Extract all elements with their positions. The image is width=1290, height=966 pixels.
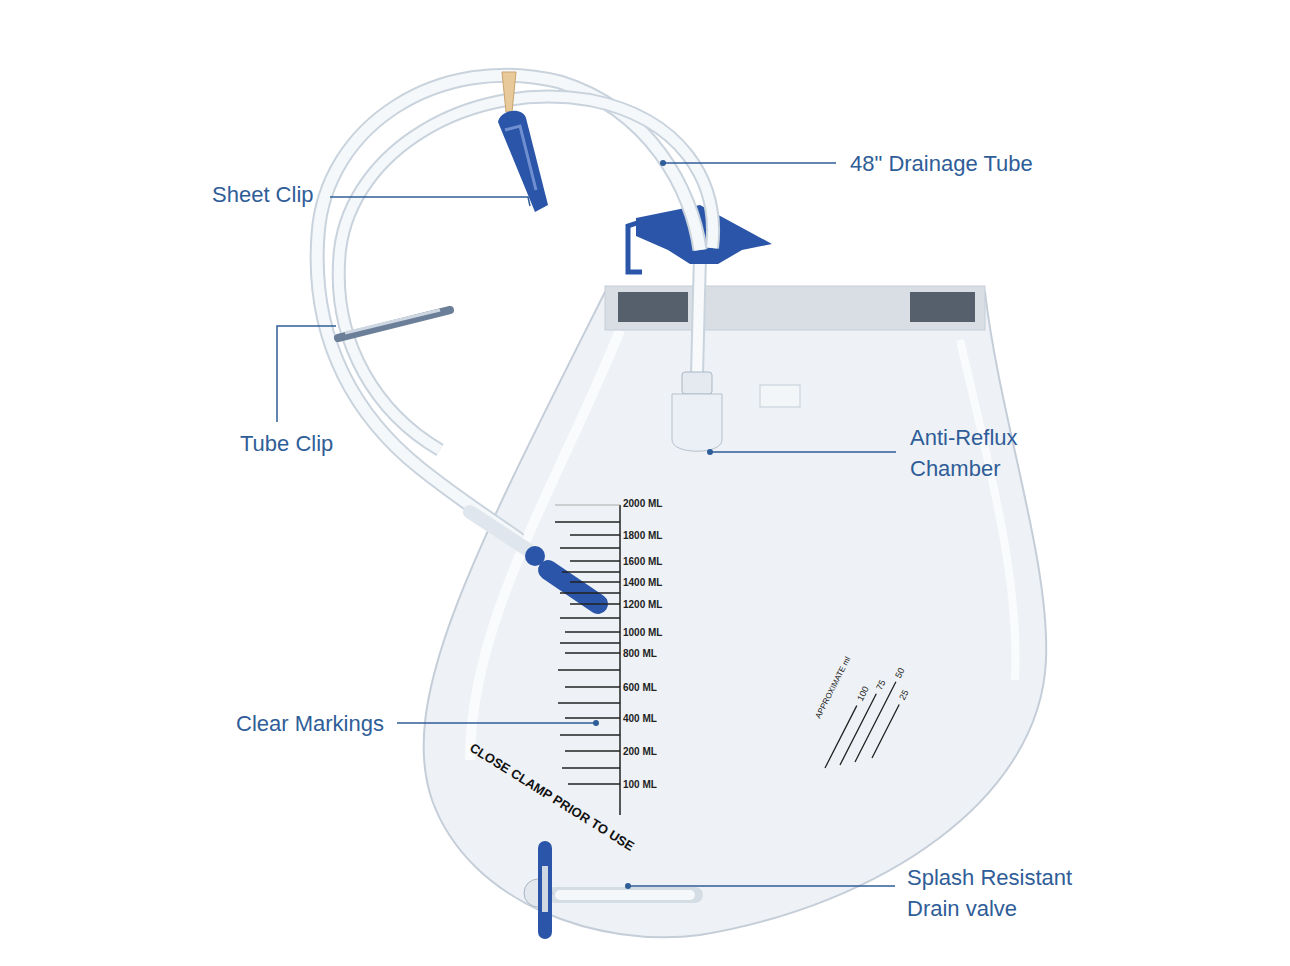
drain-tube	[560, 890, 690, 900]
bag-top-strip	[910, 292, 975, 322]
leader-line	[710, 451, 896, 453]
leader-line	[330, 197, 530, 206]
callout-label: Splash Resistant Drain valve	[907, 862, 1107, 924]
bag-sheen	[470, 330, 620, 760]
anti-reflux-valve	[682, 372, 712, 394]
tube-clamp-valve	[548, 570, 598, 604]
scale-label: 1600 ML	[623, 555, 662, 568]
scale-label: 1400 ML	[623, 576, 662, 589]
drainage-tube	[339, 97, 713, 450]
tube-clip	[345, 310, 440, 333]
scale-label: 800 ML	[623, 647, 657, 660]
scale-label: 1000 ML	[623, 626, 662, 639]
bag-body	[424, 292, 1047, 937]
scale-label: 1800 ML	[623, 529, 662, 542]
scale-number: 100	[855, 684, 872, 702]
bag-sheen	[960, 340, 1016, 680]
scale-ticks	[555, 522, 620, 784]
anti-reflux-flap	[760, 385, 800, 407]
sheet-clip	[505, 126, 536, 190]
inner-tube	[697, 255, 700, 375]
scale-label: 1200 ML	[623, 598, 662, 611]
callout-label: Sheet Clip	[212, 181, 314, 209]
bag-top-strip	[605, 286, 985, 330]
luer-connector	[470, 512, 528, 550]
scale-label: 200 ML	[623, 745, 657, 758]
tube-clip	[338, 310, 450, 338]
scale-top-line	[555, 505, 620, 506]
scale-number: 50	[893, 666, 907, 680]
drainage-tube	[317, 75, 700, 540]
drain-valve	[542, 866, 548, 912]
drainage-tube	[317, 75, 700, 540]
leader-dot	[707, 449, 713, 455]
leader-line	[663, 162, 836, 164]
drainage-tube	[339, 97, 713, 450]
scale-caption: APPROXIMATE ml	[814, 655, 854, 720]
scale-label: 600 ML	[623, 681, 657, 694]
scale-label: 100 ML	[623, 778, 657, 791]
scale-number: 25	[897, 688, 911, 702]
approx-scale-lines	[825, 682, 899, 768]
leader-dot	[593, 720, 599, 726]
scale-number: 75	[874, 678, 888, 692]
leader-line	[277, 326, 336, 422]
anti-reflux-chamber	[672, 394, 722, 451]
scale-label: 2000 ML	[623, 497, 662, 510]
leader-dot	[660, 160, 666, 166]
callout-label: 48" Drainage Tube	[850, 150, 1033, 178]
leader-dot	[625, 883, 631, 889]
bag-top-strip	[618, 292, 688, 322]
inner-tube	[697, 255, 700, 375]
drain-tube	[555, 887, 695, 903]
leader-line	[397, 722, 596, 724]
callout-label: Tube Clip	[240, 430, 333, 458]
leader-line	[628, 885, 895, 887]
callout-label: Clear Markings	[236, 710, 384, 738]
callout-label: Anti-Reflux Chamber	[910, 422, 1060, 484]
leader-dots	[593, 160, 713, 889]
warning-text: CLOSE CLAMP PRIOR TO USE	[467, 740, 637, 855]
sheet-clip-strap	[502, 72, 516, 112]
drain-valve	[538, 848, 552, 932]
leader-lines	[277, 163, 896, 886]
scale-label: 400 ML	[623, 712, 657, 725]
